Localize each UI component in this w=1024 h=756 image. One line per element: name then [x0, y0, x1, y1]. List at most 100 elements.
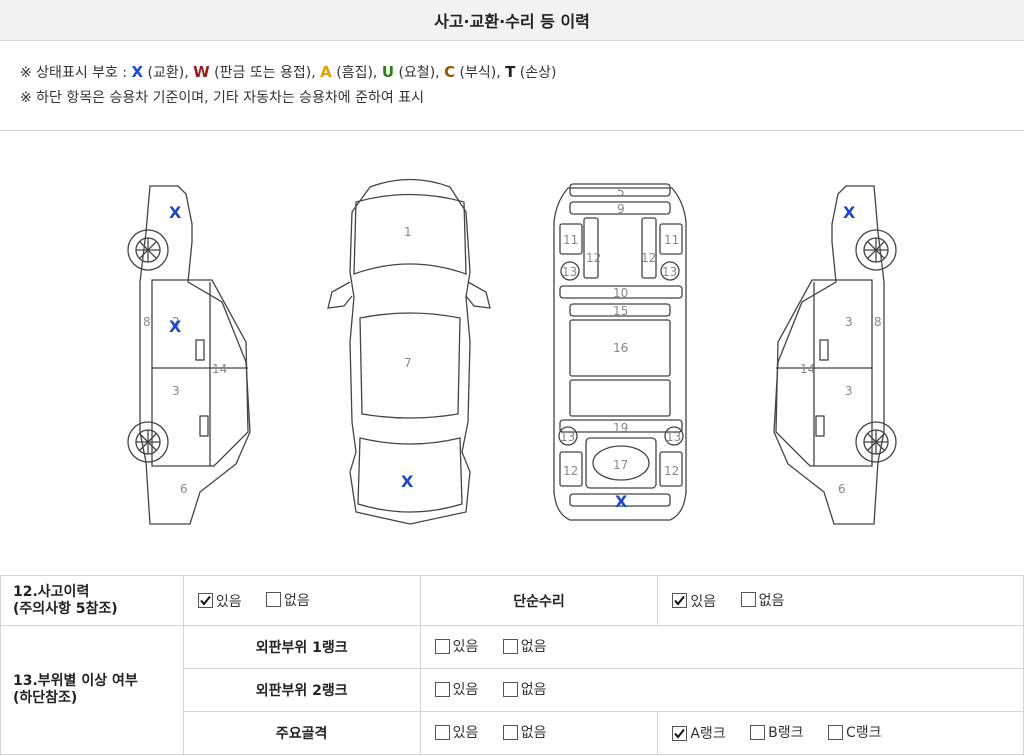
part-label: 13	[662, 265, 677, 279]
part-label: 16	[613, 341, 628, 355]
part-label: 12	[641, 251, 656, 265]
outer-rank1-options: 있음 없음	[419, 625, 1024, 669]
outer-rank2-options: 있음 없음	[419, 668, 1024, 712]
option-yes[interactable]: 있음	[197, 591, 242, 611]
exchange-mark-rear-fender-left: X	[169, 203, 182, 222]
outer-rank2-label: 외판부위 2랭크	[182, 668, 421, 712]
legend-desc-c: (부식),	[455, 65, 506, 81]
legend-note: ※ 하단 항목은 승용차 기준이며, 기타 자동차는 승용차에 준하여 표시	[20, 90, 424, 106]
option-no[interactable]: 없음	[740, 590, 785, 610]
part-label: 15	[613, 304, 628, 318]
car-diagram-svg: 8 2 3 14 6 1 7 5 9 11 11 12 12 13 13 10 …	[127, 178, 897, 525]
checkbox-checked[interactable]	[672, 725, 688, 741]
option-label: 없음	[758, 592, 785, 609]
left-side-view	[127, 185, 251, 525]
checkbox-unchecked[interactable]	[434, 724, 450, 740]
part-label: 8	[874, 315, 882, 329]
checkbox-unchecked[interactable]	[502, 681, 518, 697]
checkbox-unchecked[interactable]	[502, 638, 518, 654]
option-rank-a[interactable]: A랭크	[672, 723, 726, 743]
history-table: 12.사고이력 (주의사항 5참조) 있음 없음 단순수리 있음 없음	[0, 575, 1024, 755]
status-legend: ※ 상태표시 부호 : X (교환), W (판금 또는 용접), A (흠집)…	[20, 60, 557, 111]
page-title: 사고·교환·수리 등 이력	[0, 0, 1024, 41]
part-label: 1	[404, 225, 412, 239]
option-no[interactable]: 없음	[266, 590, 310, 610]
option-label: 있음	[215, 593, 242, 610]
checkbox-unchecked[interactable]	[750, 724, 766, 740]
legend-code-a: A	[320, 63, 332, 81]
option-rank-c[interactable]: C랭크	[827, 722, 882, 742]
option-yes[interactable]: 있음	[434, 679, 479, 699]
main-frame-label: 주요골격	[182, 711, 421, 755]
legend-code-x: X	[131, 63, 144, 81]
frame-view	[553, 183, 687, 521]
legend-code-w: W	[193, 63, 210, 81]
part-label: 13	[560, 430, 575, 444]
divider	[0, 130, 1024, 131]
checkbox-unchecked[interactable]	[827, 724, 843, 740]
page-title-text: 사고·교환·수리 등 이력	[434, 12, 590, 31]
part-label: 5	[617, 185, 625, 199]
part-label: 3	[172, 384, 180, 398]
part-label: 9	[617, 202, 625, 216]
part-label: 13	[562, 265, 577, 279]
option-label: 없음	[520, 682, 547, 699]
row-outer-rank1: 13.부위별 이상 여부 (하단참조) 외판부위 1랭크 있음 없음	[0, 625, 1024, 755]
part-label: 2	[172, 315, 180, 329]
row12-label-line1: 12.사고이력	[13, 583, 90, 600]
checkbox-unchecked[interactable]	[434, 681, 450, 697]
option-no[interactable]: 없음	[502, 636, 547, 656]
part-label: 8	[143, 315, 151, 329]
checkbox-unchecked[interactable]	[502, 724, 518, 740]
option-label: 없음	[520, 725, 547, 742]
main-frame-options: 있음 없음	[419, 711, 659, 755]
legend-code-c: C	[444, 63, 456, 81]
checkbox-checked[interactable]	[672, 593, 688, 609]
part-label: 14	[800, 362, 815, 376]
option-label: 없음	[284, 592, 310, 609]
option-no[interactable]: 없음	[502, 722, 547, 742]
part-label: 3	[845, 384, 853, 398]
option-yes[interactable]: 있음	[672, 591, 716, 611]
legend-desc-t: (손상)	[515, 65, 557, 81]
part-label: 7	[404, 356, 412, 370]
part-label: 12	[586, 251, 601, 265]
row13-label-line1: 13.부위별 이상 여부	[13, 673, 138, 689]
legend-code-t: T	[505, 63, 516, 81]
part-label: 12	[563, 464, 578, 478]
checkbox-unchecked[interactable]	[434, 638, 450, 654]
option-no[interactable]: 없음	[502, 679, 547, 699]
option-label: 있음	[452, 682, 479, 699]
option-label: 있음	[452, 725, 479, 742]
row12-label: 12.사고이력 (주의사항 5참조)	[0, 575, 184, 626]
legend-desc-x: (교환),	[143, 65, 194, 81]
option-rank-b[interactable]: B랭크	[750, 722, 804, 742]
exchange-mark-rear-door-left: X	[169, 317, 182, 336]
row-outer-rank2: 외판부위 2랭크 있음 없음	[1, 668, 1024, 712]
simple-repair-options: 있음 없음	[657, 575, 1024, 626]
part-label: 6	[180, 482, 188, 496]
legend-code-u: U	[381, 63, 395, 81]
part-label: 3	[845, 315, 853, 329]
option-yes[interactable]: 있음	[434, 636, 478, 656]
checkbox-unchecked[interactable]	[740, 592, 756, 608]
legend-prefix: ※ 상태표시 부호 :	[20, 65, 132, 81]
option-label: C랭크	[845, 725, 882, 742]
exchange-mark-hood: X	[401, 472, 414, 491]
row12-label-line2: (주의사항 5참조)	[13, 600, 118, 617]
option-label: 있음	[690, 593, 717, 610]
checkbox-unchecked[interactable]	[266, 592, 282, 608]
legend-desc-u: (요철),	[394, 65, 445, 81]
outer-rank1-label: 외판부위 1랭크	[182, 625, 421, 669]
part-label: 12	[664, 464, 679, 478]
exchange-mark-front-panel: X	[615, 492, 628, 511]
checkbox-checked[interactable]	[197, 593, 213, 609]
row-accident-history: 12.사고이력 (주의사항 5참조) 있음 없음 단순수리 있음 없음	[0, 575, 1024, 626]
option-yes[interactable]: 있음	[434, 722, 479, 742]
part-label: 14	[212, 362, 227, 376]
exchange-marks: X X X X X	[169, 203, 856, 511]
option-label: B랭크	[768, 725, 804, 742]
legend-line-1: ※ 상태표시 부호 : X (교환), W (판금 또는 용접), A (흠집)…	[20, 60, 557, 86]
row13-label-line2: (하단참조)	[13, 690, 78, 706]
option-label: A랭크	[690, 726, 726, 743]
